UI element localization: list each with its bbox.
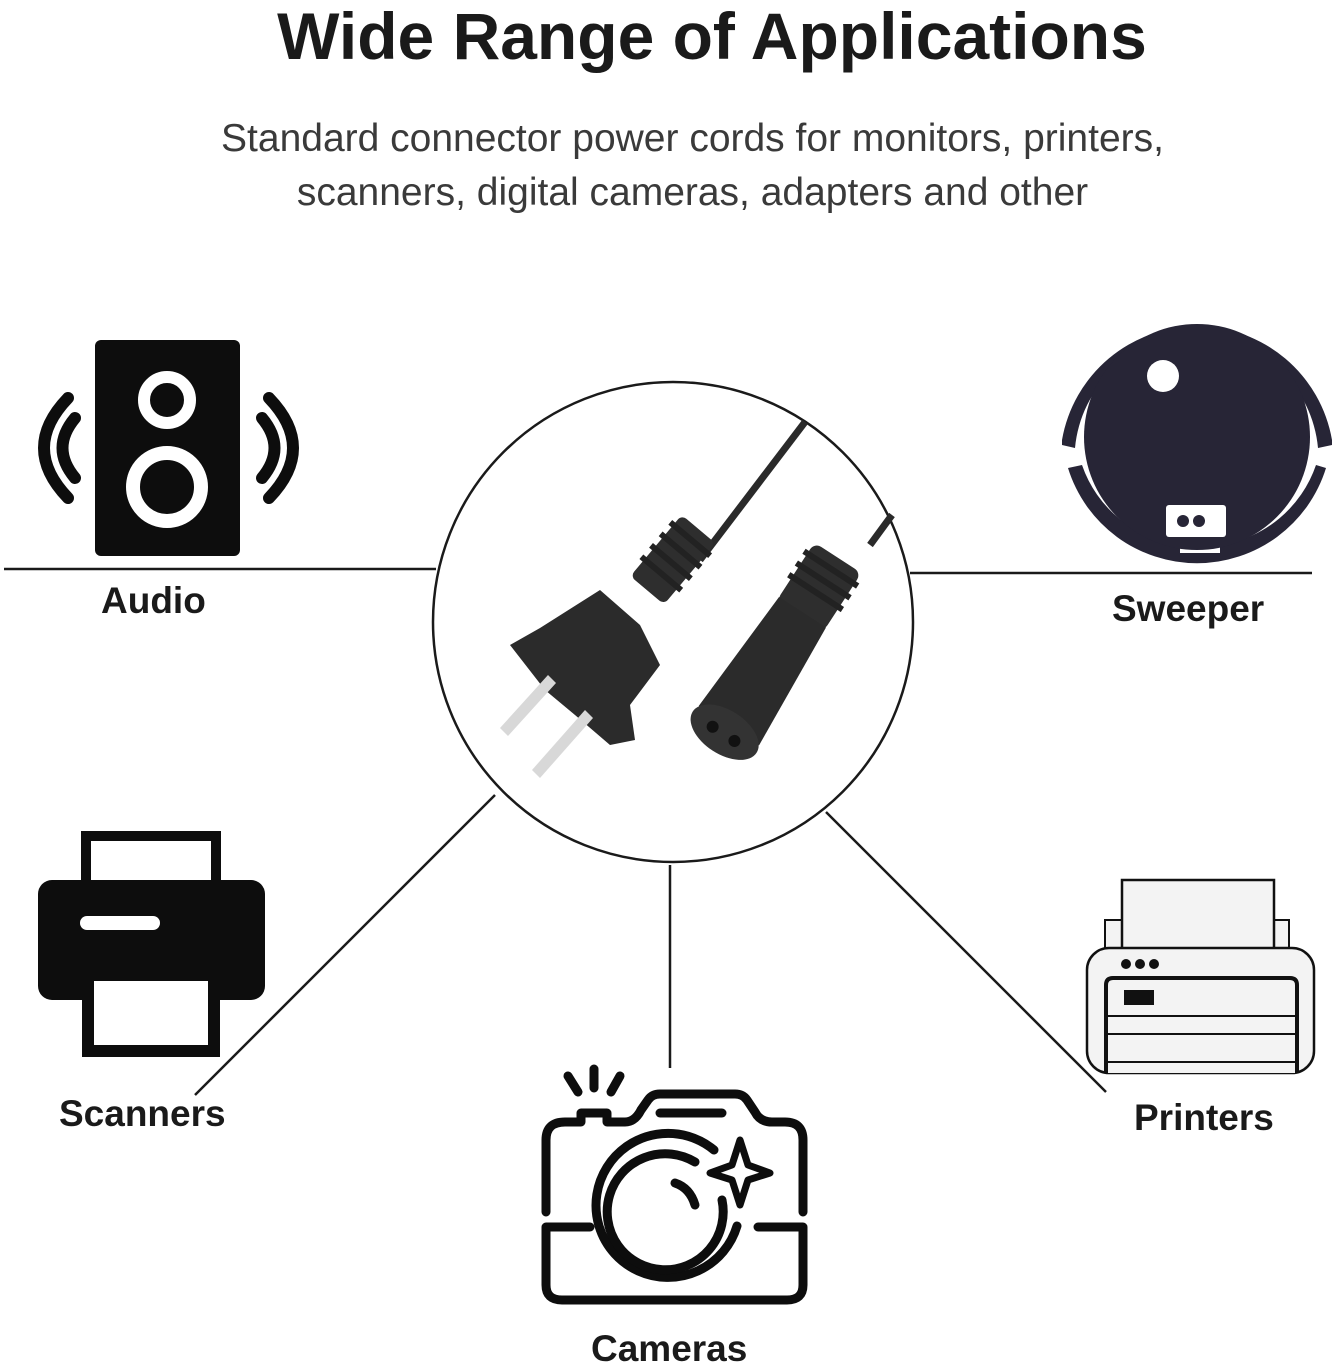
page-title: Wide Range of Applications bbox=[277, 0, 1147, 73]
label-scanners: Scanners bbox=[59, 1093, 226, 1134]
power-cord-icon bbox=[431, 380, 915, 864]
scanner-icon bbox=[38, 831, 265, 1057]
subtitle-line-2: scanners, digital cameras, adapters and … bbox=[296, 171, 1089, 214]
robot-vacuum-icon bbox=[1062, 324, 1332, 564]
page-subtitle: Standard connector power cords for monit… bbox=[0, 112, 1339, 220]
label-audio: Audio bbox=[101, 580, 206, 621]
label-cameras: Cameras bbox=[591, 1328, 748, 1369]
connector-lines bbox=[4, 567, 1312, 1096]
subtitle-line-1: Standard connector power cords for monit… bbox=[221, 117, 1164, 160]
speaker-icon bbox=[38, 340, 299, 556]
camera-icon bbox=[541, 1064, 808, 1305]
label-printers: Printers bbox=[1134, 1097, 1274, 1138]
label-sweeper: Sweeper bbox=[1112, 588, 1265, 629]
printer-icon bbox=[1085, 878, 1316, 1075]
